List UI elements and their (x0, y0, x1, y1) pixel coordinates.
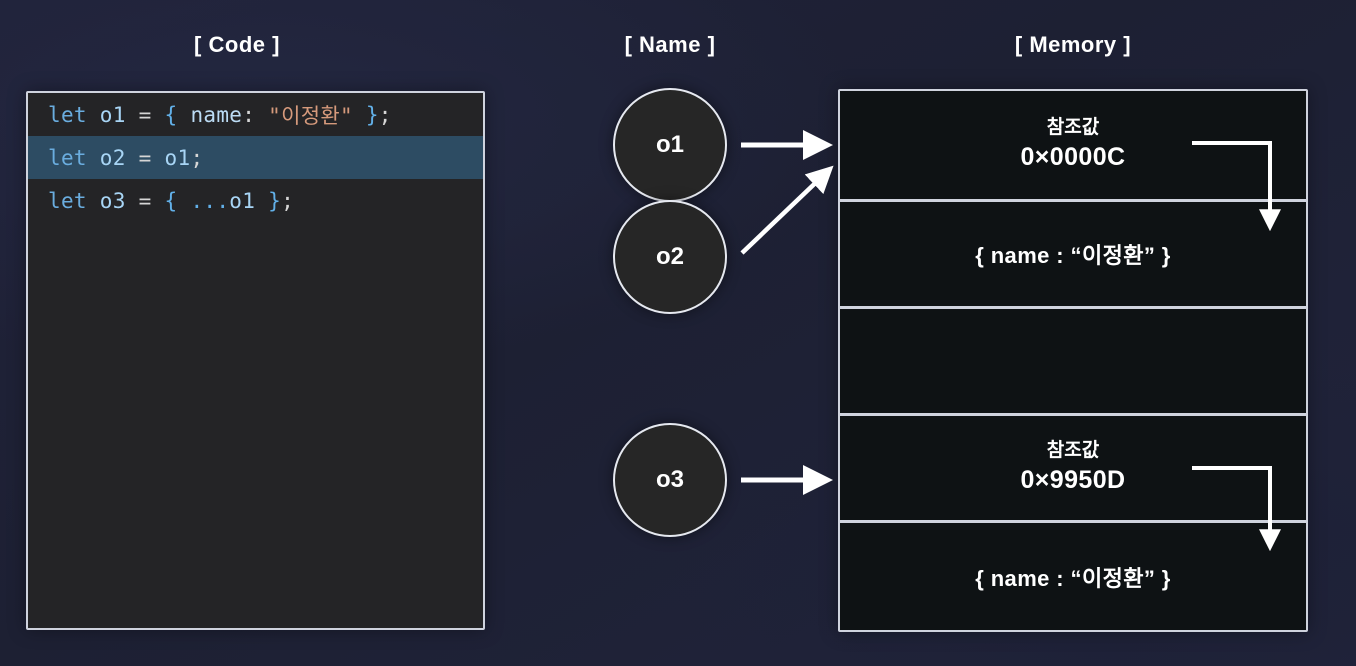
memory-object-value: { name : “이정환” } (975, 243, 1171, 268)
code-token: } (365, 102, 379, 127)
name-node-o3[interactable]: o3 (613, 423, 727, 537)
code-token: o3 (99, 188, 126, 213)
name-node-label: o1 (655, 131, 684, 158)
code-token (255, 189, 268, 213)
code-token: ; (378, 102, 392, 127)
code-token: } (268, 188, 282, 213)
code-token (152, 103, 165, 127)
name-node-label: o2 (655, 243, 684, 270)
code-token (126, 146, 139, 170)
code-token: let (48, 102, 87, 127)
arrow-o2-to-memory (740, 165, 834, 255)
code-token: { (164, 102, 178, 127)
code-token: "이정환" (268, 103, 353, 128)
code-token (126, 189, 139, 213)
memory-row-1-reference: 참조값 0×0000C (840, 91, 1306, 202)
code-token: = (138, 145, 152, 170)
memory-reference-value: 0×9950D (1020, 465, 1126, 494)
code-token: = (138, 188, 152, 213)
code-token: o1 (229, 188, 256, 213)
memory-row-5-object: { name : “이정환” } (840, 523, 1306, 630)
memory-row-4-reference: 참조값 0×9950D (840, 416, 1306, 523)
memory-table: 참조값 0×0000C { name : “이정환” } 참조값 0×9950D { na… (838, 89, 1308, 632)
code-line-3[interactable]: let o3 = { ...o1 }; (28, 179, 483, 222)
code-token: = (138, 102, 152, 127)
column-title-memory: [ Memory ] (1014, 32, 1132, 57)
code-token: ... (190, 188, 230, 213)
code-token: ; (281, 188, 295, 213)
code-token (353, 103, 366, 127)
memory-row-3-empty (840, 309, 1306, 416)
code-line-2[interactable]: let o2 = o1; (28, 136, 483, 179)
column-title-name: [ Name ] (624, 32, 716, 57)
memory-reference-value: 0×0000C (1020, 142, 1126, 171)
code-panel[interactable]: let o1 = { name: "이정환" };let o2 = o1;let… (26, 91, 485, 630)
memory-reference-label: 참조값 (1046, 440, 1100, 462)
code-token (87, 189, 100, 213)
code-token (87, 103, 100, 127)
code-token (152, 189, 165, 213)
code-token: o1 (99, 102, 126, 127)
memory-row-2-object: { name : “이정환” } (840, 202, 1306, 309)
memory-object-value: { name : “이정환” } (975, 565, 1171, 591)
name-node-o1[interactable]: o1 (613, 88, 727, 202)
code-token: : (242, 102, 256, 127)
code-token: ; (190, 145, 204, 170)
code-token: name (190, 102, 243, 127)
code-token (126, 103, 139, 127)
code-token: o2 (99, 145, 126, 170)
code-token (255, 103, 268, 127)
code-line-1[interactable]: let o1 = { name: "이정환" }; (28, 93, 483, 136)
code-token (178, 103, 191, 127)
code-token (178, 189, 191, 213)
code-token (87, 146, 100, 170)
column-title-code: [ Code ] (194, 32, 280, 57)
code-token: let (48, 145, 87, 170)
code-token (152, 146, 165, 170)
memory-reference-label: 참조값 (1046, 117, 1100, 139)
code-token: let (48, 188, 87, 213)
code-token: { (164, 188, 178, 213)
code-token: o1 (164, 145, 191, 170)
name-node-label: o3 (655, 466, 684, 493)
name-node-o2[interactable]: o2 (613, 200, 727, 314)
